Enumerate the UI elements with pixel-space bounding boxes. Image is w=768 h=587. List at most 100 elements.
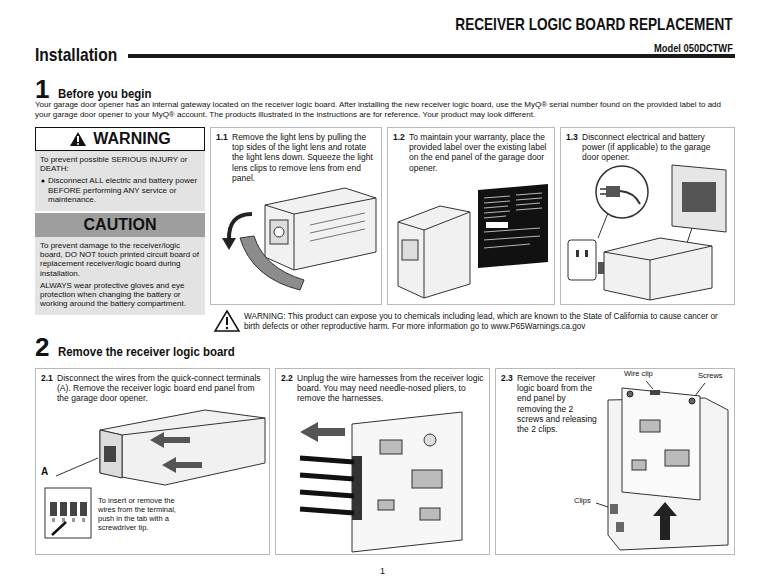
p65-warning-icon [226,327,228,329]
opener-label-placement [486,222,508,228]
power-disconnect [576,250,579,257]
end-panel-removal [52,522,66,535]
harness-removal [300,458,354,513]
end-panel-removal [60,502,67,516]
board-from-end-panel [622,388,700,500]
opener-lens-removal [310,213,365,241]
harness-removal [420,508,440,520]
step-box: 1.1Remove the light lens by pulling the … [210,127,382,305]
step-text: Remove the receiver logic board from the… [517,373,599,434]
step-text: Remove the light lens by pulling the top… [232,132,376,183]
end-panel-removal [80,502,87,516]
opener-lens-removal [270,220,288,244]
warning-icon [77,143,79,145]
harness-removal [300,422,345,442]
opener-lens-removal [229,214,252,240]
caution-box: CAUTION To prevent damage to the receiver… [35,213,205,315]
board-from-end-panel [610,504,618,514]
step-number: 2.3 [501,373,517,383]
notice-text: ALWAYS wear protective gloves and eye pr… [40,281,200,309]
bullet [41,180,44,183]
harness-removal [424,434,436,446]
end-panel-removal [62,518,65,522]
end-panel-removal [70,502,77,516]
step-row: 1.3Disconnect electrical and battery pow… [566,132,729,163]
harness-removal [380,440,402,454]
end-panel-removal [104,446,116,462]
step-text: To maintain your warranty, place the pro… [409,132,549,173]
notice-text: To prevent damage to the receiver/logic … [40,241,200,278]
step-box: 2.3Remove the receiver logic board from … [495,368,735,555]
opener-lens-removal [274,227,284,237]
warning-icon [70,132,86,146]
end-panel-removal [45,410,265,538]
end-panel-removal [82,518,85,522]
opener-label-placement [402,240,418,260]
notice-paragraph: To prevent possible SERIOUS INJURY or DE… [40,155,200,173]
page-title: RECEIVER LOGIC BOARD REPLACEMENT [456,16,733,35]
bullet [40,176,48,185]
step-number: 1.2 [393,132,409,142]
p65-warning: WARNING: This product can expose you to … [244,312,734,332]
heading-rule [128,54,735,58]
model-number: Model 050DCTWF [654,42,733,55]
power-disconnect [672,165,726,232]
notice-paragraph: ALWAYS wear protective gloves and eye pr… [40,281,200,309]
power-disconnect [585,250,588,257]
end-panel-removal [72,518,75,522]
board-from-end-panel [640,420,660,432]
notice-body: To prevent possible SERIOUS INJURY or DE… [35,151,205,211]
step-number: 1.3 [566,132,582,142]
power-disconnect [606,186,620,197]
board-from-end-panel [596,503,608,507]
opener-label-placement [398,212,470,298]
notice-text: To prevent possible SERIOUS INJURY or DE… [40,155,200,173]
section-title: Before you begin [58,87,151,102]
opener-lens-removal [222,238,236,250]
step-row: 1.1Remove the light lens by pulling the … [216,132,376,183]
harness-removal [352,456,362,520]
step-text: Unplug the wire harnesses from the recei… [297,373,484,404]
power-disconnect [568,240,596,280]
part-label: Screws [698,372,723,381]
callout-letter: A [41,466,48,478]
end-panel-removal [100,418,265,478]
warning-heading: WARNING [93,131,170,147]
caution-header: CAUTION [35,213,205,237]
opener-lens-removal [222,188,376,290]
board-from-end-panel [653,502,677,540]
p65-warning-icon [215,311,239,331]
opener-lens-removal [265,188,376,270]
power-disconnect [598,213,608,238]
warning-icon [77,136,79,142]
step-row: 1.2To maintain your warranty, place the … [393,132,549,173]
step-row: 2.3Remove the receiver logic board from … [501,373,729,434]
step-box: 1.2To maintain your warranty, place the … [387,127,555,305]
step-row: 2.2Unplug the wire harnesses from the re… [281,373,484,404]
opener-label-placement [398,184,548,298]
end-panel-removal [50,502,57,516]
end-panel-removal [45,488,91,538]
step-row: 2.1Disconnect the wires from the quick-c… [41,373,264,404]
board-from-end-panel [627,391,633,397]
harness-removal [352,412,462,552]
power-disconnect [604,238,712,300]
inset-note: To insert or remove the wires from the t… [98,496,176,532]
board-from-end-panel [695,383,705,396]
caution-heading: CAUTION [84,217,157,233]
step-number: 1 [35,76,49,102]
p65-warning-icon [226,317,228,325]
board-from-end-panel [596,381,728,550]
notice-text: Disconnect ALL electric and battery powe… [48,176,200,204]
page-number: 1 [380,566,385,576]
section-heading: Installation [35,44,117,66]
board-from-end-panel [616,522,624,532]
end-panel-removal [56,458,98,476]
step-number: 2.2 [281,373,297,383]
p65-warning-icon [215,311,239,331]
section-title: Remove the receiver logic board [58,345,235,360]
part-label: Wire clip [624,370,653,379]
step-number: 2 [35,334,49,360]
power-disconnect [600,189,606,194]
